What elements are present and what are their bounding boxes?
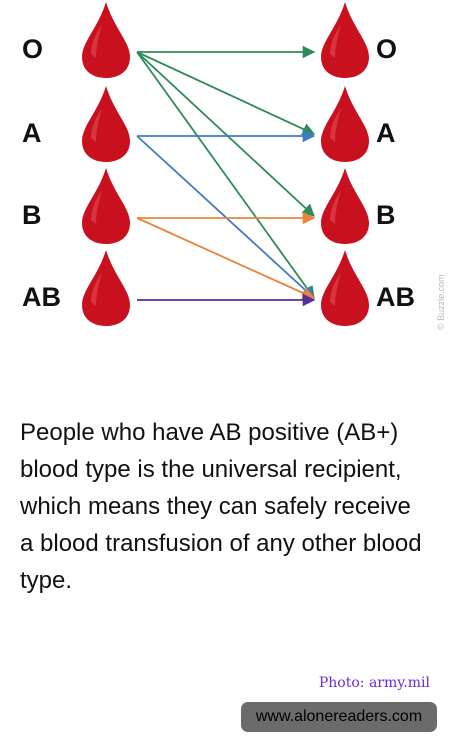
recipient-drop-highlight bbox=[330, 272, 341, 306]
donor-drop-highlight bbox=[91, 24, 102, 58]
donor-drop-o-icon bbox=[82, 2, 130, 78]
donor-drop-ab-icon bbox=[82, 250, 130, 326]
arrow-o-to-a bbox=[136, 51, 316, 135]
donor-drop-highlight bbox=[91, 108, 102, 142]
arrow-o-to-ab bbox=[136, 51, 315, 300]
recipient-label-o: O bbox=[376, 34, 397, 64]
photo-credit: Photo: army.mil bbox=[318, 675, 430, 691]
recipient-drop-highlight bbox=[330, 108, 341, 142]
caption-text: People who have AB positive (AB+) blood … bbox=[20, 419, 422, 594]
recipient-drop-b-icon bbox=[321, 168, 369, 244]
arrow-b-to-ab bbox=[136, 217, 316, 300]
donor-drop-highlight bbox=[91, 272, 102, 306]
arrow-a-to-ab bbox=[136, 135, 315, 299]
donor-label-a: A bbox=[22, 118, 42, 148]
donor-drop-highlight bbox=[91, 190, 102, 224]
recipient-label-ab: AB bbox=[376, 282, 415, 312]
recipient-drop-highlight bbox=[330, 24, 341, 58]
recipient-drop-highlight bbox=[330, 190, 341, 224]
donor-drop-a-icon bbox=[82, 86, 130, 162]
arrow-o-to-b bbox=[136, 51, 315, 217]
recipient-label-b: B bbox=[376, 200, 396, 230]
recipient-label-a: A bbox=[376, 118, 396, 148]
donor-label-ab: AB bbox=[22, 282, 61, 312]
recipient-drop-ab-icon bbox=[321, 250, 369, 326]
compatibility-arrows bbox=[136, 45, 316, 307]
site-badge: www.alonereaders.com bbox=[241, 702, 437, 732]
image-credit: © Buzzle.com bbox=[436, 274, 446, 330]
donor-label-o: O bbox=[22, 34, 43, 64]
donor-drop-b-icon bbox=[82, 168, 130, 244]
recipient-drop-o-icon bbox=[321, 2, 369, 78]
donor-label-b: B bbox=[22, 200, 42, 230]
recipient-drop-a-icon bbox=[321, 86, 369, 162]
